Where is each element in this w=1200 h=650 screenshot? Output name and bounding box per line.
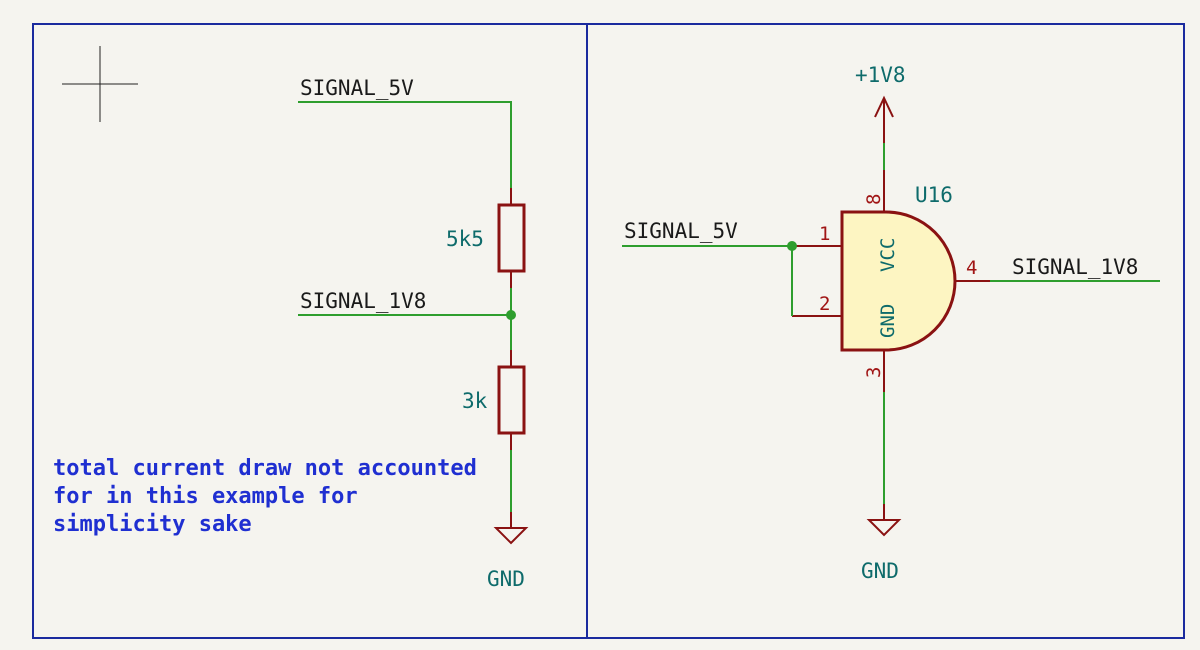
note-line-1: total current draw not accounted — [53, 456, 477, 481]
pin-name-vcc: VCC — [877, 238, 899, 272]
gnd-label-left: GND — [487, 567, 525, 591]
pin-8-number: 8 — [863, 194, 885, 205]
junction-dot-left — [506, 310, 516, 320]
pin-3-number: 3 — [863, 367, 885, 378]
resistor-top-value: 5k5 — [446, 227, 484, 251]
net-label-signal-1v8-right[interactable]: SIGNAL_1V8 — [1012, 255, 1138, 279]
right-ic-circuit: +1V8 8 U16 VCC GND 1 2 SIGNAL_5V 4 SIGNA… — [622, 63, 1160, 583]
gnd-symbol-right-icon[interactable] — [866, 504, 902, 537]
resistor-bottom[interactable] — [497, 350, 526, 450]
ic-ref-u16: U16 — [915, 183, 953, 207]
power-label-1v8: +1V8 — [855, 63, 906, 87]
pin-name-gnd: GND — [877, 304, 899, 338]
right-sheet-frame — [586, 23, 1185, 639]
crosshair-cursor-icon — [62, 46, 138, 122]
note-line-2: for in this example for — [53, 484, 358, 509]
resistor-top[interactable] — [497, 188, 526, 288]
pin-2-number: 2 — [819, 293, 830, 315]
gnd-label-right: GND — [861, 559, 899, 583]
note-line-3: simplicity sake — [53, 512, 252, 537]
junction-dot-right — [787, 241, 797, 251]
net-label-signal-1v8-left[interactable]: SIGNAL_1V8 — [300, 289, 426, 313]
left-sheet-frame — [32, 23, 588, 639]
ic-u16-body[interactable] — [840, 210, 957, 352]
pin-4-number: 4 — [966, 257, 977, 279]
power-arrow-icon[interactable] — [874, 95, 894, 143]
resistor-bottom-value: 3k — [462, 389, 488, 413]
net-label-signal-5v-right[interactable]: SIGNAL_5V — [624, 219, 738, 243]
wire-signal-5v-left[interactable] — [298, 101, 512, 188]
left-divider-circuit: SIGNAL_5V 5k5 SIGNAL_1V8 3k GND t — [53, 76, 529, 591]
pin-1-number: 1 — [819, 223, 830, 245]
net-label-signal-5v-left[interactable]: SIGNAL_5V — [300, 76, 414, 100]
gnd-symbol-left-icon[interactable] — [493, 512, 529, 545]
